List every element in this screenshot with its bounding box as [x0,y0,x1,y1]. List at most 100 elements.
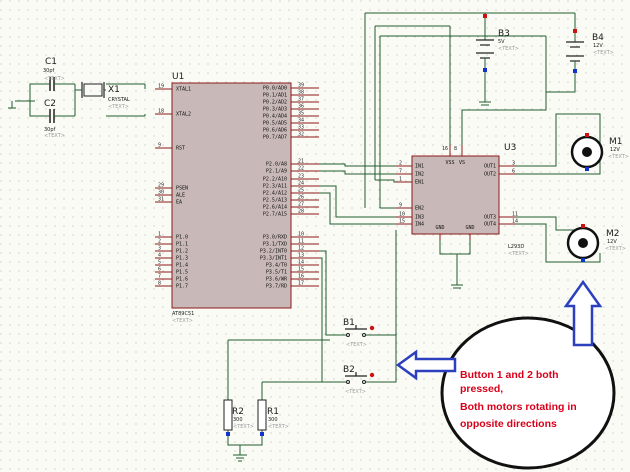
annotation-line-2: pressed, [460,383,503,395]
u1-pin-name: P0.2/AD2 [263,100,287,106]
u1-pin-name: P3.7/RD [266,284,287,290]
u1-pin-number: 29 [158,183,164,189]
button-b2[interactable]: B2 <TEXT> [340,365,375,395]
motor-m2[interactable]: M2 12V <TEXT> [566,224,626,262]
u1-pin-number: 3 [158,246,161,252]
u1-ref: U1 [172,72,184,82]
u3-pin-name: IN1 [415,164,424,170]
u3-pin-number: 6 [512,169,515,175]
x1-value: CRYSTAL [108,97,130,103]
u1-pin-name: P2.2/A10 [263,177,287,183]
u1-pin-name: XTAL1 [176,87,191,93]
u1-pin-number: 21 [298,159,304,165]
u1-pin-name: P0.0/AD0 [263,86,287,92]
u1-pin-number: 10 [298,232,304,238]
c2-text: <TEXT> [44,133,65,139]
u1-pin-number: 30 [158,190,164,196]
b2-text: <TEXT> [345,389,366,395]
motor-m1[interactable]: M1 12V <TEXT> [570,133,629,171]
u3-pin-name: IN3 [415,215,424,221]
b4-ref: B4 [592,33,604,43]
u3-pin-number: 14 [512,219,518,225]
r2-ref: R2 [232,407,244,417]
motor-driver-u3[interactable]: U3 L293D <TEXT> 2IN17IN21EN19EN210IN315I… [396,143,529,257]
capacitor-c1[interactable]: C1 30pf <TEXT> [42,57,65,91]
c1-value: 30pf [43,68,55,74]
battery-b4[interactable]: B4 12V <TEXT> [566,28,614,75]
u3-pin-name: IN2 [415,172,424,178]
r2-value: 300 [233,417,243,423]
u1-pin-number: 24 [298,181,304,187]
u1-pin-name: P2.4/A12 [263,191,287,197]
u3-pin-number: 10 [399,212,405,218]
b4-value: 12V [593,43,603,49]
u1-pin-name: RST [176,146,185,152]
m1-ref: M1 [609,137,623,147]
u1-pin-name: P0.5/AD5 [263,121,287,127]
u3-pin-number: 1 [399,177,402,183]
r1-value: 300 [268,417,278,423]
r2-text: <TEXT> [233,424,254,430]
u1-pin-number: 31 [158,197,164,203]
arrow-left-icon [395,349,457,381]
battery-b3[interactable]: B3 5V <TEXT> [476,14,519,74]
u3-pin-number: 3 [512,161,515,167]
u1-pin-number: 1 [158,232,161,238]
u1-pin-number: 8 [158,281,161,287]
u3-pin-number: 15 [399,219,405,225]
microcontroller-u1[interactable]: U1 AT89C51 <TEXT> 19XTAL118XTAL29RST29PS… [155,72,319,324]
x1-ref: X1 [108,85,120,95]
u3-pin-name: OUT3 [484,215,496,221]
resistor-r2[interactable]: R2 300 <TEXT> [223,399,254,436]
annotation-callout: Button 1 and 2 both pressed, Both motors… [440,316,616,470]
b3-value: 5V [498,39,505,45]
m2-value: 12V [607,239,617,245]
u3-pin-name: EN1 [415,180,424,186]
u1-pin-number: 28 [298,209,304,215]
b2-ref: B2 [343,365,355,375]
u1-pin-number: 32 [298,132,304,138]
u1-pin-name: P1.2 [176,249,188,255]
u1-pin-name: P0.3/AD3 [263,107,287,113]
b3-text: <TEXT> [498,46,519,52]
c2-ref: C2 [44,99,56,109]
annotation-line-1: Button 1 and 2 both [460,369,559,381]
u1-part: AT89C51 [172,311,194,317]
u1-pin-number: 4 [158,253,161,259]
button-b1[interactable]: B1 <TEXT> [340,318,375,348]
u3-pin-number: 11 [512,212,518,218]
u1-pin-name: P3.2/INT0 [260,249,287,255]
u1-pin-name: P2.7/A15 [263,212,287,218]
capacitor-c2[interactable]: C2 30pf <TEXT> [42,99,65,139]
u1-pin-name: P3.4/T0 [266,263,287,269]
r1-ref: R1 [267,407,279,417]
u1-pin-number: 12 [298,246,304,252]
u1-pin-number: 26 [298,195,304,201]
u3-pin-name: IN4 [415,222,424,228]
u1-pin-number: 37 [298,97,304,103]
ground-symbols [8,100,491,462]
u1-pin-name: P2.6/A14 [263,205,287,211]
u1-pin-number: 18 [158,109,164,115]
u1-pin-name: P3.3/INT1 [260,256,287,262]
u1-pin-name: P3.1/TXD [263,242,287,248]
b3-ref: B3 [498,29,510,39]
u1-pin-number: 7 [158,274,161,280]
u1-pin-name: P1.1 [176,242,188,248]
u1-pin-name: P2.0/A8 [266,162,287,168]
crystal-x1[interactable]: X1 CRYSTAL <TEXT> [75,82,130,110]
u3-pin-name: GND [465,225,474,231]
u1-pin-number: 36 [298,104,304,110]
u1-right-pins: 39P0.0/AD038P0.1/AD137P0.2/AD236P0.3/AD3… [260,83,319,290]
x1-text: <TEXT> [108,104,129,110]
u1-pin-name: PSEN [176,186,188,192]
u3-pin-number: 16 [442,146,448,152]
resistor-r1[interactable]: R1 300 <TEXT> [257,399,289,436]
u3-pin-number: 9 [399,203,402,209]
c1-ref: C1 [45,57,57,67]
b1-ref: B1 [343,318,355,328]
u1-pin-name: P1.6 [176,277,188,283]
u1-pin-number: 11 [298,239,304,245]
u1-pin-name: P3.6/WR [266,277,288,283]
